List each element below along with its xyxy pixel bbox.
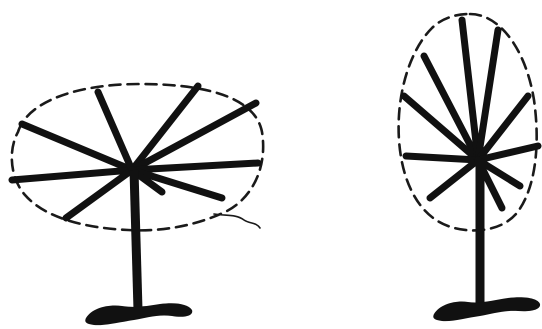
left-tree-branch bbox=[132, 103, 256, 170]
left-tree bbox=[12, 84, 263, 325]
left-tree-branch bbox=[132, 86, 198, 170]
left-tree-branch bbox=[132, 163, 258, 170]
left-tree-branch bbox=[12, 170, 132, 180]
right-tree-ground bbox=[433, 297, 540, 321]
right-tree bbox=[399, 14, 540, 321]
left-tree-trunk bbox=[134, 170, 138, 310]
right-tree-branch bbox=[406, 156, 478, 160]
right-tree-branch bbox=[430, 160, 478, 198]
left-tree-crown-notch bbox=[214, 214, 260, 228]
right-tree-branch bbox=[404, 96, 478, 160]
